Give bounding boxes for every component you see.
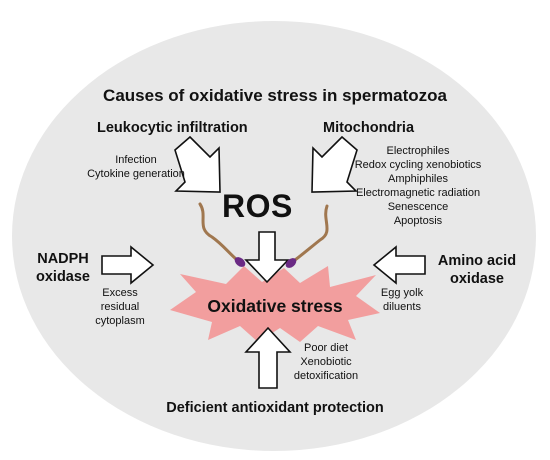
amino-acid-details: Egg yolk diluents (370, 286, 434, 314)
detail-line: Excess (102, 287, 138, 299)
nadph-oxidase-label: NADPH oxidase (30, 250, 96, 286)
oxidative-stress-burst (170, 266, 380, 342)
leukocytic-infiltration-label: Leukocytic infiltration (97, 120, 248, 136)
nadph-arrow (101, 245, 155, 285)
detail-line: Apoptosis (393, 215, 443, 227)
mitochondria-label: Mitochondria (323, 120, 415, 136)
antioxidant-details: Poor diet Xenobiotic detoxification (286, 341, 366, 383)
detail-line: Electromagnetic radiation (355, 187, 481, 199)
detail-line: Cytokine generation (87, 168, 185, 180)
sperm-tail-left (198, 202, 238, 261)
oxidative-stress-label: Oxidative stress (207, 296, 343, 316)
mitochondria-details: Electrophiles Redox cycling xenobiotics … (338, 144, 498, 228)
detail-line: residual (100, 301, 140, 313)
detail-line: Electrophiles (386, 145, 450, 157)
detail-line: diluents (383, 301, 421, 313)
sperm-tail-right (293, 204, 329, 262)
detail-line: cytoplasm (95, 315, 145, 327)
ros-label: ROS (222, 188, 293, 224)
label-line: NADPH (37, 251, 89, 267)
diagram-title: Causes of oxidative stress in spermatozo… (103, 86, 447, 105)
detail-line: Amphiphiles (388, 173, 448, 185)
deficient-antioxidant-label: Deficient antioxidant protection (166, 400, 384, 416)
amino-acid-arrow (372, 245, 426, 285)
label-line: oxidase (450, 271, 504, 287)
leukocytic-details: Infection Cytokine generation (76, 153, 196, 181)
detail-line: Redox cycling xenobiotics (354, 159, 482, 171)
label-line: Amino acid (437, 253, 517, 269)
detail-line: Infection (115, 154, 157, 166)
sperm-head-left (234, 257, 246, 267)
label-line: oxidase (36, 269, 90, 285)
nadph-details: Excess residual cytoplasm (88, 286, 152, 328)
detail-line: Senescence (387, 201, 449, 213)
detail-line: Egg yolk (380, 287, 424, 299)
sperm-head-right (285, 258, 297, 268)
detail-line: Xenobiotic (300, 356, 352, 368)
antioxidant-arrow (244, 326, 292, 389)
ros-arrow (244, 231, 290, 284)
amino-acid-oxidase-label: Amino acid oxidase (430, 252, 524, 288)
detail-line: Poor diet (303, 342, 349, 354)
leukocytic-arrow (174, 135, 221, 193)
detail-line: detoxification (293, 370, 359, 382)
mitochondria-arrow (311, 135, 358, 193)
